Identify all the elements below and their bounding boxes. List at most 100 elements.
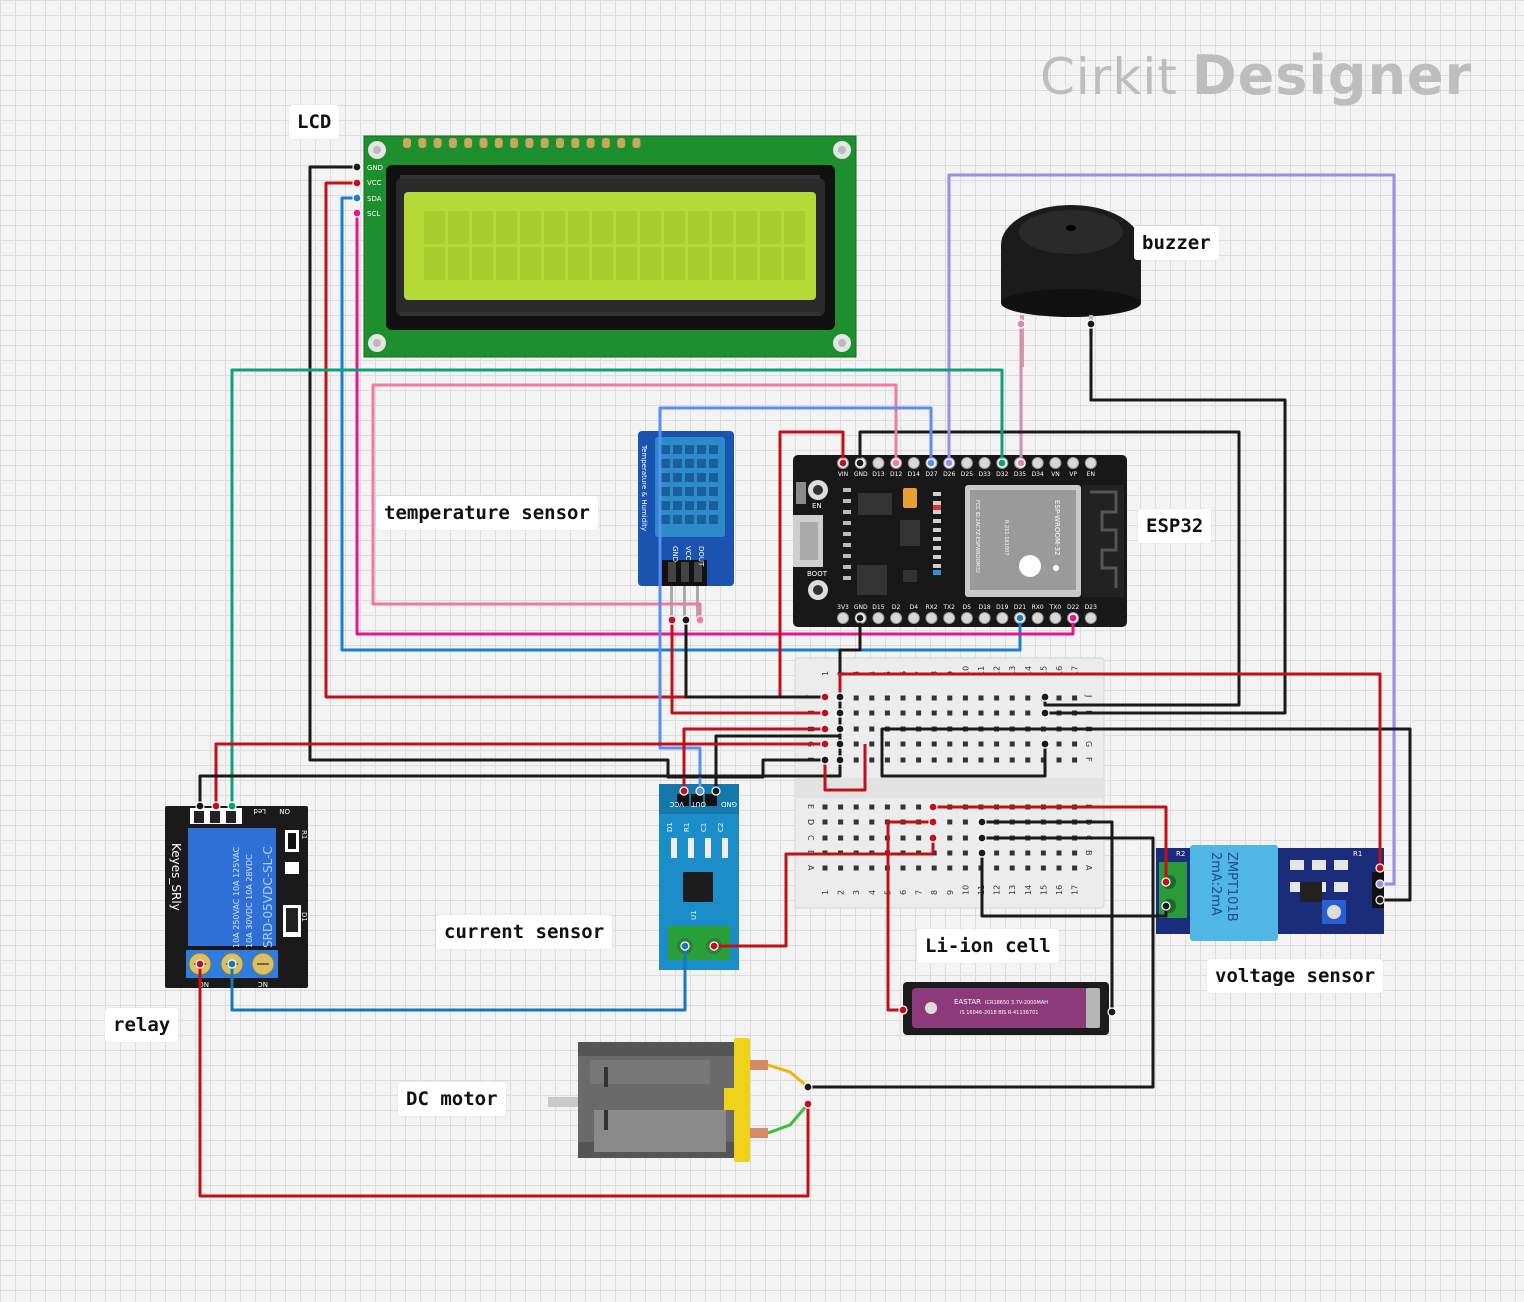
breadboard-hole[interactable] [1009,741,1015,747]
label-temperature-sensor[interactable]: temperature sensor [376,496,598,530]
breadboard-hole[interactable] [1025,741,1031,747]
esp32-bottom-pin[interactable] [907,612,920,624]
breadboard-hole[interactable] [1009,865,1015,871]
breadboard-hole[interactable] [962,819,968,825]
wire-voltage-gnd[interactable] [880,727,1412,902]
wire-motor-lead-green[interactable] [767,1103,810,1135]
breadboard-hole[interactable] [1056,850,1062,856]
breadboard-hole[interactable] [947,710,953,716]
breadboard-hole[interactable] [853,695,859,701]
breadboard-hole[interactable] [1009,710,1015,716]
breadboard-hole[interactable] [947,850,953,856]
breadboard-hole[interactable] [994,757,1000,763]
breadboard-hole[interactable] [962,757,968,763]
wire-motor-lead-yellow[interactable] [767,1063,809,1089]
breadboard-hole[interactable] [962,695,968,701]
breadboard-hole[interactable] [916,710,922,716]
wire-esp32-d12-dht[interactable] [371,383,898,620]
label-relay[interactable]: relay [105,1008,179,1042]
esp32-top-pin[interactable] [1031,457,1044,469]
breadboard-hole[interactable] [962,835,968,841]
esp32-top-pin[interactable] [1049,457,1062,469]
wire-motor-neg[interactable] [808,836,1155,1089]
breadboard-hole[interactable] [900,835,906,841]
breadboard-hole[interactable] [853,726,859,732]
esp32-top-pin[interactable] [872,457,885,469]
label-lcd[interactable]: LCD [289,105,340,139]
wire-relay-vcc[interactable] [214,742,825,806]
esp32-bottom-pin[interactable] [872,612,885,624]
breadboard-hole[interactable] [931,865,937,871]
breadboard-hole[interactable] [994,850,1000,856]
wire-esp32-d32-relay[interactable] [230,368,1004,806]
breadboard-hole[interactable] [1025,695,1031,701]
esp32-bottom-pin[interactable] [960,612,973,624]
breadboard-hole[interactable] [978,757,984,763]
breadboard-hole[interactable] [1056,695,1062,701]
breadboard-hole[interactable] [947,835,953,841]
breadboard-hole[interactable] [869,835,875,841]
breadboard-hole[interactable] [1040,865,1046,871]
breadboard-hole[interactable] [1009,757,1015,763]
wire-relay-no-motor[interactable] [198,964,810,1198]
breadboard-hole[interactable] [900,695,906,701]
label-buzzer[interactable]: buzzer [1134,226,1219,260]
breadboard-hole[interactable] [853,819,859,825]
breadboard-hole[interactable] [869,757,875,763]
breadboard-hole[interactable] [1072,741,1078,747]
wire-battery-neg[interactable] [982,820,1114,1012]
breadboard-hole[interactable] [916,741,922,747]
breadboard-hole[interactable] [1056,741,1062,747]
breadboard-hole[interactable] [869,865,875,871]
breadboard-hole[interactable] [1056,865,1062,871]
breadboard-hole[interactable] [1040,850,1046,856]
breadboard-hole[interactable] [853,741,859,747]
breadboard-hole[interactable] [962,710,968,716]
breadboard-hole[interactable] [947,757,953,763]
esp32-bottom-pin[interactable] [890,612,903,624]
breadboard-hole[interactable] [962,741,968,747]
esp32-top-pin[interactable] [1084,457,1097,469]
breadboard-hole[interactable] [853,865,859,871]
breadboard-hole[interactable] [1025,850,1031,856]
breadboard-hole[interactable] [900,710,906,716]
breadboard-hole[interactable] [822,819,828,825]
wire-esp32-d26-voltage[interactable] [947,173,1396,886]
breadboard-hole[interactable] [900,804,906,810]
breadboard-hole[interactable] [994,741,1000,747]
breadboard-hole[interactable] [822,835,828,841]
breadboard-hole[interactable] [884,757,890,763]
breadboard-hole[interactable] [1072,850,1078,856]
breadboard-hole[interactable] [869,804,875,810]
breadboard-hole[interactable] [916,865,922,871]
wire-dht-vcc[interactable] [670,620,825,715]
esp32-bottom-pin[interactable] [1049,612,1062,624]
breadboard-hole[interactable] [947,741,953,747]
esp32-bottom-pin[interactable] [996,612,1009,624]
breadboard-hole[interactable] [978,710,984,716]
esp32-bottom-pin[interactable] [1031,612,1044,624]
breadboard-hole[interactable] [978,741,984,747]
wire-buzzer-gnd[interactable] [1045,324,1287,715]
breadboard-hole[interactable] [838,865,844,871]
breadboard-hole[interactable] [947,819,953,825]
wire-lcd-gnd[interactable] [308,165,825,779]
breadboard-hole[interactable] [838,835,844,841]
breadboard-hole[interactable] [1072,865,1078,871]
breadboard-hole[interactable] [853,835,859,841]
label-current-sensor[interactable]: current sensor [436,915,613,949]
breadboard-hole[interactable] [1025,865,1031,871]
wire-current-vcc[interactable] [682,727,825,791]
esp32-bottom-pin[interactable] [837,612,849,624]
breadboard-hole[interactable] [1009,850,1015,856]
wire-dht-gnd[interactable] [684,620,825,699]
wire-current-to-battery[interactable] [714,838,935,948]
breadboard-hole[interactable] [962,850,968,856]
wire-battery-pos-voltage[interactable] [933,805,1168,882]
breadboard-hole[interactable] [1056,757,1062,763]
breadboard-hole[interactable] [962,865,968,871]
esp32-top-pin[interactable] [960,457,973,469]
wire-battery-pos[interactable] [886,820,933,1012]
breadboard-hole[interactable] [916,804,922,810]
breadboard-hole[interactable] [822,804,828,810]
